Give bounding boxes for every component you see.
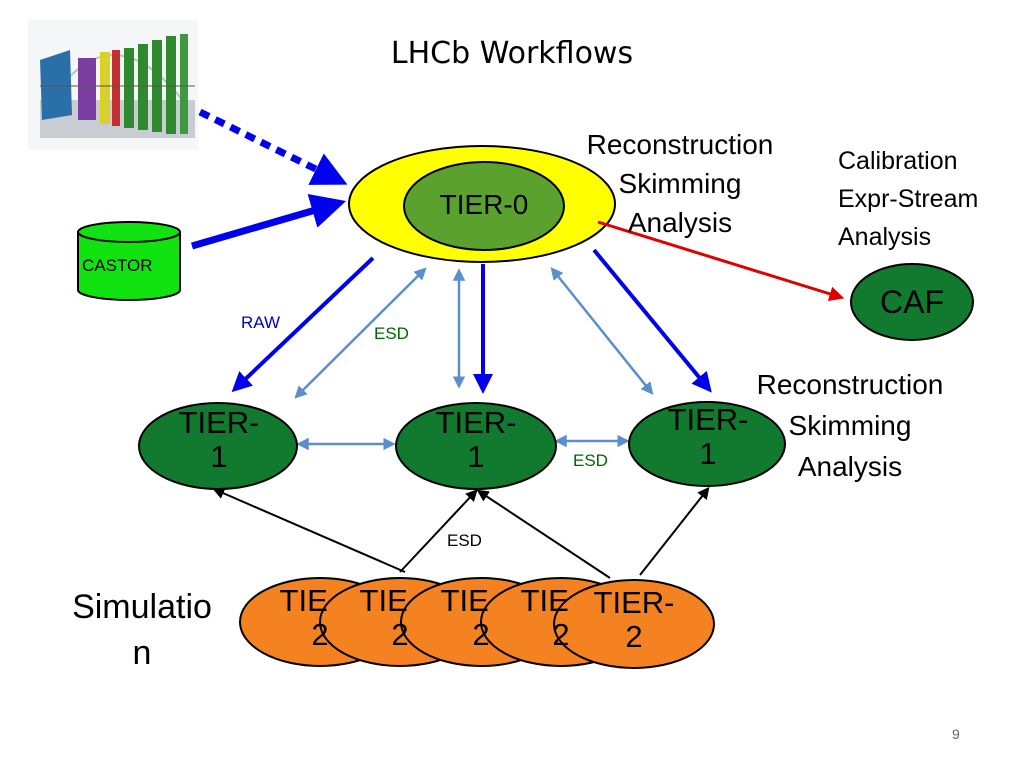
- tier1-right-label: TIER- 1: [630, 403, 786, 471]
- tier2-label-line1: TIER-: [359, 583, 441, 618]
- esd-arrow-tier0-tier1-left: [294, 267, 427, 399]
- simulation-label-line1: Simulatio: [72, 588, 212, 626]
- slide-title: LHCb Workflows: [390, 36, 634, 71]
- tier2-to-tier1-left-arrow: [212, 487, 406, 573]
- tier2-to-tier1-center-arrow-b: [476, 489, 611, 579]
- tier2-label-4: TIER- 2: [481, 583, 602, 652]
- tier1-label-line2: 1: [699, 436, 717, 471]
- tier1-label-line1: TIER-: [435, 405, 517, 440]
- tier1-node-right: [628, 401, 786, 487]
- tier2-label-line1: TIER-: [440, 583, 522, 618]
- caf-tasks: Calibration Expr-Stream Analysis: [838, 142, 978, 256]
- tier1-left-label: TIER- 1: [140, 406, 298, 474]
- castor-cylinder: [77, 221, 181, 301]
- tier1-node-center: [395, 402, 557, 490]
- tier2-label-line2: 2: [472, 617, 490, 652]
- caf-label: CAF: [880, 284, 944, 320]
- tier0-tasks: Reconstruction Skimming Analysis: [560, 125, 800, 242]
- raw-label: RAW: [241, 313, 281, 332]
- tier2-label-line2: 2: [391, 617, 409, 652]
- tier2-label-5: TIER- 2: [554, 586, 714, 654]
- tier2-to-tier1-right-arrow: [639, 486, 710, 576]
- tier1-center-label: TIER- 1: [396, 406, 556, 474]
- tier1-label-line2: 1: [210, 439, 228, 474]
- esd-label-bottom: ESD: [447, 531, 482, 550]
- tier2-label-line2: 2: [311, 617, 329, 652]
- esd-label-right: ESD: [573, 451, 608, 470]
- tier2-label-2: TIER- 2: [320, 583, 441, 652]
- tier2-label-line2: 2: [625, 619, 643, 654]
- castor-to-tier0-arrow: [191, 194, 347, 250]
- tier0-task-skimming: Skimming: [618, 168, 742, 199]
- tier1-label-line1: TIER-: [667, 402, 749, 437]
- tier2-label-3: TIER- 2: [401, 583, 522, 652]
- detector-to-tier0-arrow: [198, 108, 348, 185]
- tier2-label-line2: 2: [552, 617, 570, 652]
- tier1-task-reconstruction: Reconstruction: [756, 369, 944, 400]
- tier0-task-analysis: Analysis: [627, 207, 733, 238]
- tier2-label-1: TIER- 2: [240, 583, 361, 652]
- tier1-task-analysis: Analysis: [797, 451, 903, 482]
- tier1-tasks: Reconstruction Skimming Analysis: [730, 364, 970, 487]
- caf-node: [850, 263, 974, 341]
- caf-task-expr-stream: Expr-Stream: [838, 185, 979, 213]
- tier1-label-line2: 1: [467, 439, 485, 474]
- tier1-task-skimming: Skimming: [788, 410, 912, 441]
- caf-task-calibration: Calibration: [838, 147, 958, 175]
- tier0-to-caf-arrow: [597, 220, 845, 302]
- detector-image: [28, 20, 198, 150]
- tier2-label-line1: TIER-: [520, 583, 602, 618]
- simulation-label-line2: n: [132, 634, 152, 672]
- tier1-label-line1: TIER-: [178, 405, 260, 440]
- tier0-label: TIER-0: [439, 189, 529, 220]
- tier2-to-tier1-center-arrow-a: [399, 489, 478, 573]
- esd-label-top: ESD: [374, 324, 409, 343]
- tier0-inner-ellipse: [403, 161, 565, 251]
- esd-arrow-tier0-tier1-right: [550, 267, 654, 395]
- raw-arrow-right: [592, 248, 712, 393]
- tier0-task-reconstruction: Reconstruction: [586, 129, 774, 160]
- tier2-label-line1: TIER-: [593, 585, 675, 620]
- simulation-label: Simulatio n: [52, 584, 232, 676]
- tier2-node-5: [553, 579, 715, 669]
- castor-label: CASTOR: [82, 256, 153, 275]
- tier2-label-line1: TIER-: [279, 583, 361, 618]
- caf-task-analysis: Analysis: [838, 223, 932, 251]
- page-number: 9: [952, 726, 960, 742]
